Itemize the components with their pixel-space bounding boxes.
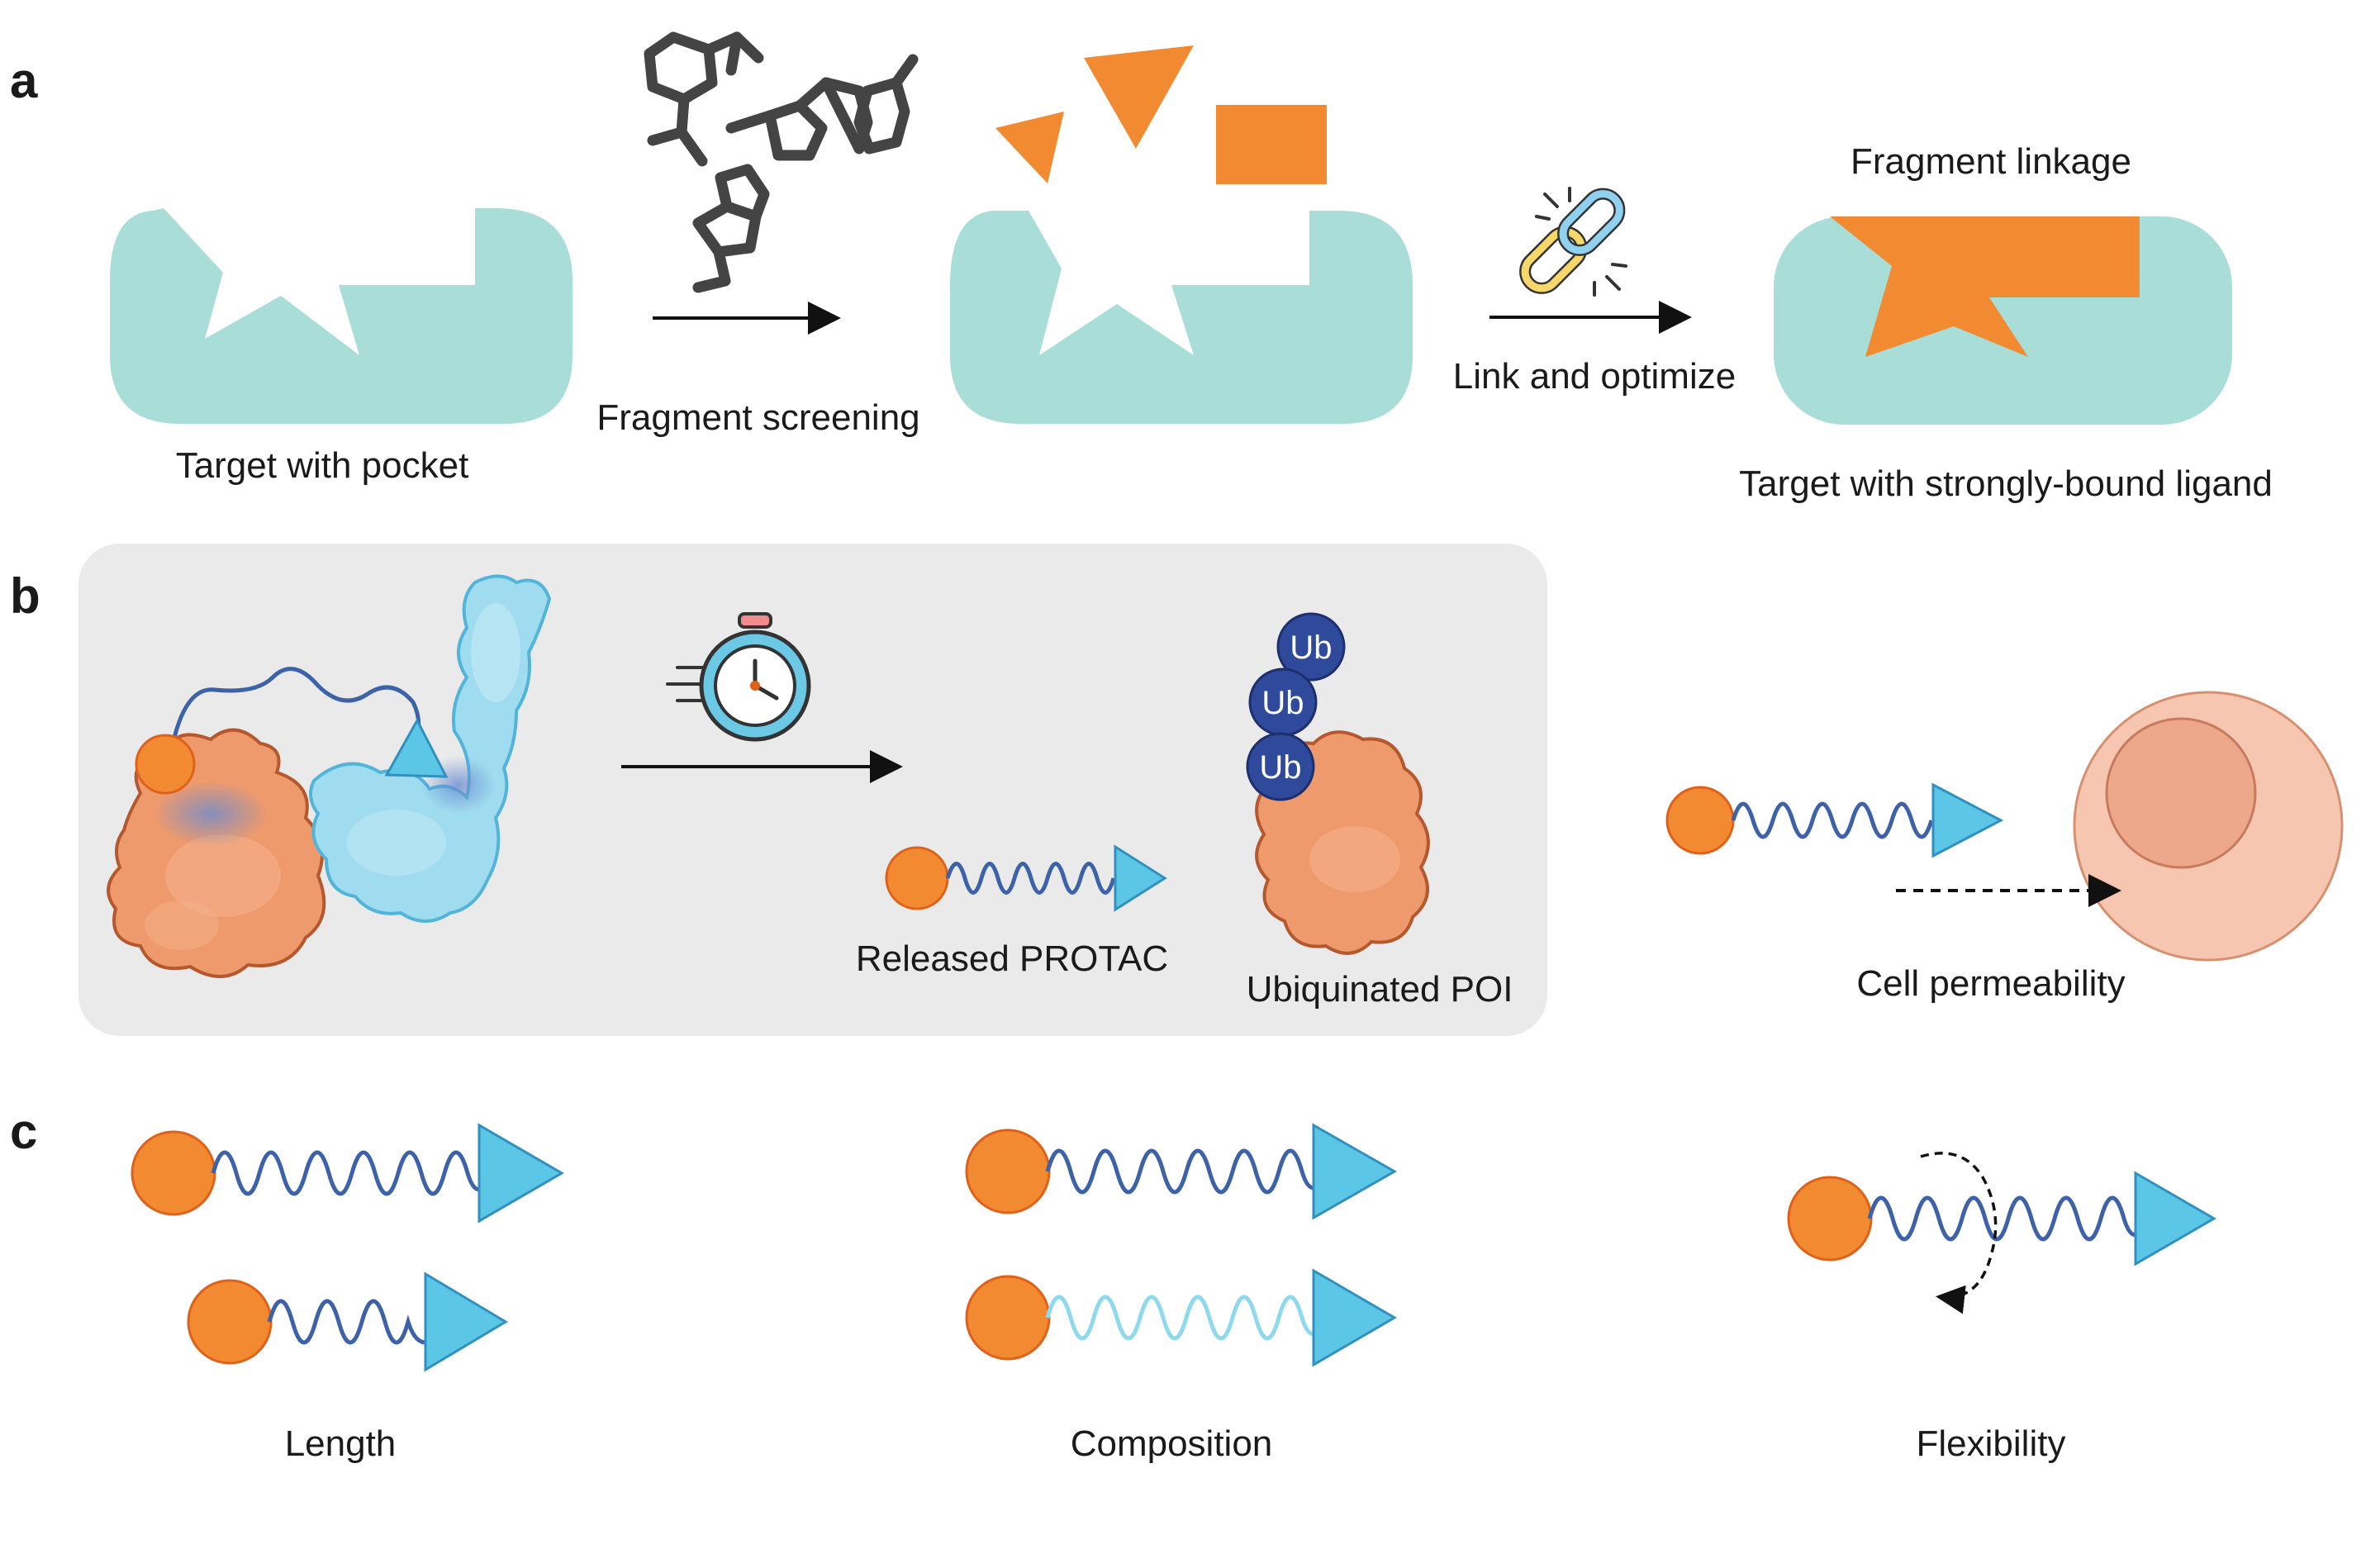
e3-ligand-circle-complex [135, 734, 196, 795]
fragment-linkage-label: Fragment linkage [1851, 141, 2131, 182]
permeating-protac-e3-ligand [1665, 786, 1735, 855]
length-long-protac [131, 1123, 564, 1224]
target-with-ligand-label: Target with strongly-bound ligand [1739, 463, 2273, 504]
length-label: Length [285, 1423, 397, 1464]
link-and-optimize-label: Link and optimize [1453, 356, 1736, 397]
panel-letter-c: c [10, 1104, 37, 1159]
flexibility-label: Flexibility [1917, 1423, 2066, 1464]
e3-ligase-blob [309, 574, 552, 923]
composition-light-protac [965, 1268, 1397, 1367]
released-protac-label: Released PROTAC [856, 938, 1168, 979]
length-short-protac [187, 1271, 508, 1372]
triangle-fragment-2 [1084, 45, 1194, 149]
released-protac-warhead [1114, 844, 1167, 912]
ubiquinated-poi-label: Ubiquinated POI [1247, 969, 1513, 1010]
flexibility-protac [1787, 1171, 2216, 1266]
panel-letter-a: a [10, 53, 38, 108]
released-protac-e3-ligand [885, 846, 949, 910]
protac-linker-in-complex [167, 667, 421, 763]
composition-dark-protac [965, 1123, 1398, 1220]
linked-ligand-shape [1830, 216, 2140, 357]
target-with-pocket-label: Target with pocket [176, 445, 469, 486]
binding-glow-left [153, 781, 268, 847]
molecule-icon [644, 31, 919, 293]
chain-link-icon [1519, 188, 1626, 294]
rectangle-fragment [1216, 105, 1327, 184]
ubiquitin-circle-3 [1246, 732, 1315, 801]
composition-label: Composition [1071, 1423, 1273, 1464]
target-with-pocket-shape [110, 208, 572, 424]
triangle-fragment-1 [995, 112, 1064, 183]
cell-nucleus [2105, 717, 2257, 869]
flexibility-rotation-arrow [1920, 1152, 1998, 1314]
cell-permeability-label: Cell permeability [1856, 963, 2125, 1004]
warhead-triangle-complex [384, 717, 449, 778]
permeating-protac-linker [1731, 801, 1934, 839]
target-with-fragments-shape [950, 211, 1413, 424]
ubiquitin-label-2: Ub [1261, 685, 1304, 721]
panel-letter-b: b [10, 568, 40, 624]
ubiquitin-label-1: Ub [1290, 630, 1332, 666]
permeating-protac-warhead [1931, 782, 2004, 858]
stopwatch-icon [666, 612, 811, 742]
chain-sparkle-icon [1535, 187, 1627, 297]
fragment-screening-label: Fragment screening [596, 397, 919, 438]
ubiquitin-circle-1 [1276, 612, 1346, 682]
ubiquitin-label-3: Ub [1259, 749, 1301, 786]
released-protac-linker [945, 862, 1116, 895]
